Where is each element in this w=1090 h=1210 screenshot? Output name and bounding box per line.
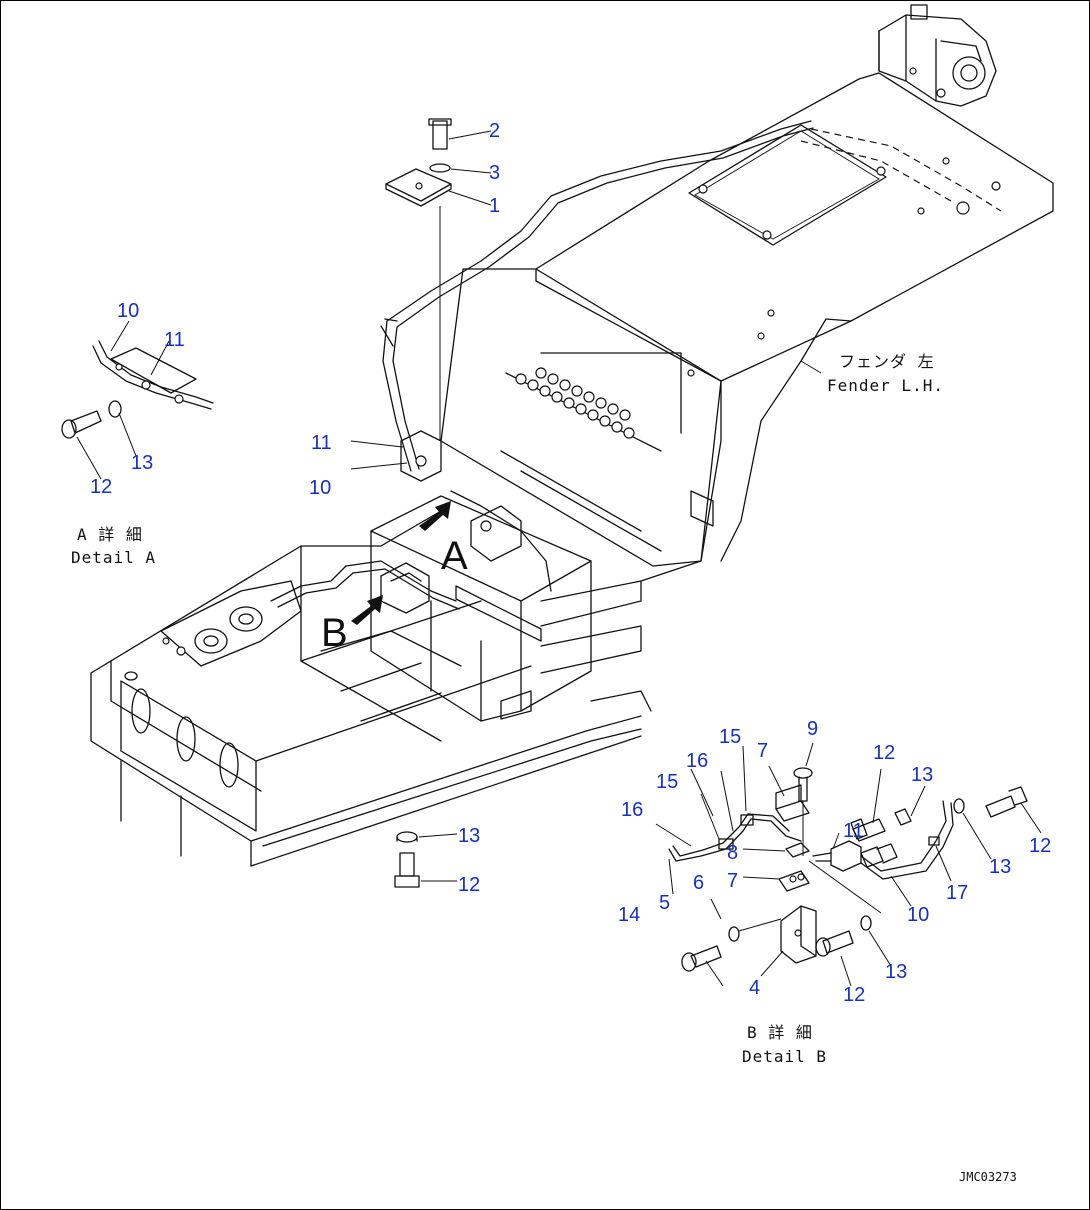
callouts-main: 2 3 1 11 10 13 12 bbox=[309, 120, 500, 896]
callout: 12 bbox=[458, 874, 480, 896]
wiring-harness bbox=[380, 120, 814, 472]
callout: 16 bbox=[621, 799, 643, 821]
callout: 6 bbox=[693, 872, 704, 894]
callout: 4 bbox=[749, 977, 760, 999]
callout: 17 bbox=[946, 882, 968, 904]
callouts-detail-b: 15 16 7 9 12 13 15 16 11 8 7 6 5 14 10 1… bbox=[618, 718, 1051, 1006]
callout: 7 bbox=[727, 870, 738, 892]
harness-clamp-main bbox=[350, 430, 442, 482]
callout: 12 bbox=[843, 984, 865, 1006]
view-arrow-b-icon bbox=[351, 595, 383, 625]
callout: 3 bbox=[489, 162, 500, 184]
callout: 11 bbox=[311, 432, 332, 454]
callout: 2 bbox=[489, 120, 500, 142]
view-letter-a: A bbox=[441, 534, 468, 578]
callout: 13 bbox=[911, 764, 933, 786]
callouts-detail-a: 10 11 13 12 bbox=[90, 300, 185, 498]
callout: 12 bbox=[90, 476, 112, 498]
cover-plate-assembly bbox=[385, 118, 452, 441]
fender-label-en: Fender L.H. bbox=[827, 376, 944, 395]
view-letter-b: B bbox=[321, 611, 348, 655]
vent-holes bbox=[515, 367, 635, 439]
callout: 13 bbox=[885, 961, 907, 983]
callout: 13 bbox=[989, 856, 1011, 878]
detail-b-title-en: Detail B bbox=[742, 1047, 827, 1066]
callout: 10 bbox=[907, 904, 929, 926]
callout: 13 bbox=[458, 825, 480, 847]
callout: 12 bbox=[1029, 835, 1051, 857]
battery-box bbox=[370, 495, 592, 722]
callout: 14 bbox=[618, 904, 640, 926]
detail-a-sketch bbox=[61, 340, 214, 439]
valve-assembly bbox=[878, 4, 997, 107]
drawing-code: JMC03273 bbox=[959, 1170, 1017, 1184]
callout: 10 bbox=[117, 300, 139, 322]
fender-label-jp: フェンダ 左 bbox=[839, 352, 935, 371]
chassis-frame bbox=[90, 510, 652, 867]
callout: 10 bbox=[309, 477, 331, 499]
callout: 15 bbox=[719, 726, 741, 748]
callout: 13 bbox=[131, 452, 153, 474]
callout: 9 bbox=[807, 718, 818, 740]
bolt-washer-lower bbox=[394, 831, 420, 888]
callout: 11 bbox=[843, 820, 864, 842]
callout: 8 bbox=[727, 842, 738, 864]
callout: 16 bbox=[686, 750, 708, 772]
callout: 7 bbox=[757, 740, 768, 762]
engine-components bbox=[160, 565, 354, 667]
detail-b-sketch bbox=[655, 742, 1042, 987]
fender-body bbox=[440, 72, 1054, 582]
detail-b-title-jp: B 詳 細 bbox=[747, 1023, 813, 1042]
callout: 15 bbox=[656, 771, 678, 793]
detail-a-title-en: Detail A bbox=[71, 548, 156, 567]
detail-a-title-jp: A 詳 細 bbox=[77, 525, 143, 544]
callout: 11 bbox=[164, 329, 185, 351]
callout: 1 bbox=[489, 195, 500, 217]
view-arrow-a-icon bbox=[419, 501, 451, 531]
callout: 5 bbox=[659, 892, 670, 914]
callout: 12 bbox=[873, 742, 895, 764]
